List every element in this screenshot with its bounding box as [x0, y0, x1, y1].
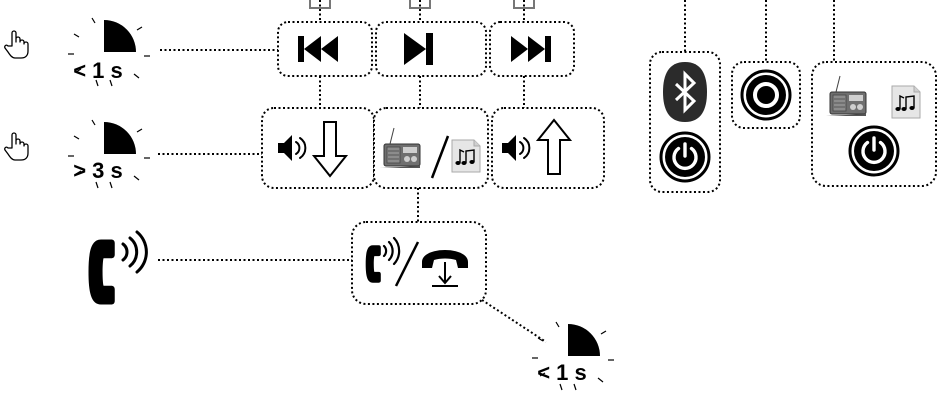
connector-lines — [158, 0, 835, 343]
music-file-icon — [891, 85, 921, 119]
hand-pointer-icon — [4, 132, 29, 161]
ringing-phone-icon — [88, 230, 148, 305]
hangup-icon — [422, 250, 468, 287]
answer-hangup-icon[interactable] — [365, 236, 468, 287]
answer-call-icon — [365, 236, 401, 283]
hangup-press-label: < 1 s — [537, 360, 587, 385]
play-pause-icon[interactable] — [404, 33, 433, 65]
power-icon[interactable] — [848, 125, 900, 177]
next-track-icon[interactable] — [511, 36, 551, 62]
long-press-label: > 3 s — [73, 158, 123, 183]
volume-down-icon[interactable] — [278, 121, 349, 178]
top-tabs — [309, 0, 535, 9]
short-press-label: < 1 s — [73, 58, 123, 83]
hand-pointer-icon — [4, 30, 29, 59]
answer-hangup-box — [351, 221, 487, 305]
power-icon[interactable] — [659, 131, 711, 183]
volume-down-box — [261, 107, 375, 189]
volume-up-icon[interactable] — [502, 118, 573, 175]
bluetooth-icon[interactable] — [663, 62, 707, 122]
previous-track-icon[interactable] — [298, 36, 338, 62]
radio-music-toggle-icon[interactable] — [379, 127, 481, 179]
ring-button-icon[interactable] — [740, 69, 792, 121]
